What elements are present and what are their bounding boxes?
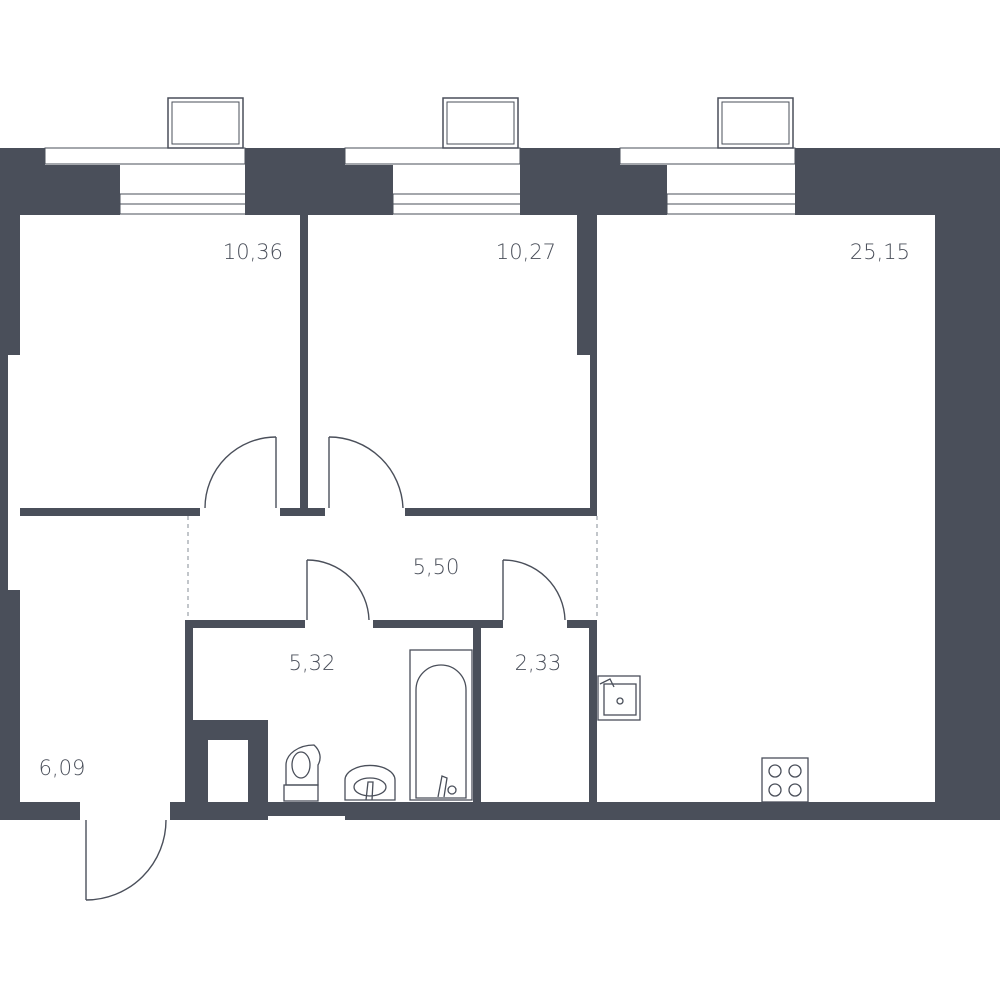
door-swing-icon <box>328 436 404 509</box>
windows <box>44 97 798 215</box>
window-icon <box>344 97 522 215</box>
doors <box>85 436 566 901</box>
room-area-bedroom-left: 10,36 <box>223 240 283 264</box>
room-area-wc-storage: 2,33 <box>515 651 562 675</box>
room-area-entrance-hall: 6,09 <box>39 756 86 780</box>
room-area-bedroom-middle: 10,27 <box>496 240 556 264</box>
toilet-icon <box>283 744 321 802</box>
walls <box>0 148 1000 820</box>
kitchen-sink-icon <box>597 675 641 721</box>
washbasin-icon <box>344 764 396 801</box>
bathtub-icon <box>409 649 473 801</box>
room-area-bathroom: 5,32 <box>289 651 336 675</box>
door-swing-icon <box>502 559 566 621</box>
door-swing-icon <box>85 819 167 901</box>
window-icon <box>619 97 798 215</box>
corridor-zone-lines <box>187 516 598 620</box>
door-swing-icon <box>204 436 277 509</box>
room-area-living-kitchen: 25,15 <box>850 240 910 264</box>
room-area-corridor: 5,50 <box>413 555 460 579</box>
room-labels: 10,36 10,27 25,15 5,50 5,32 2,33 6,09 <box>39 240 910 780</box>
cooktop-icon <box>761 757 809 803</box>
door-swing-icon <box>306 559 370 621</box>
